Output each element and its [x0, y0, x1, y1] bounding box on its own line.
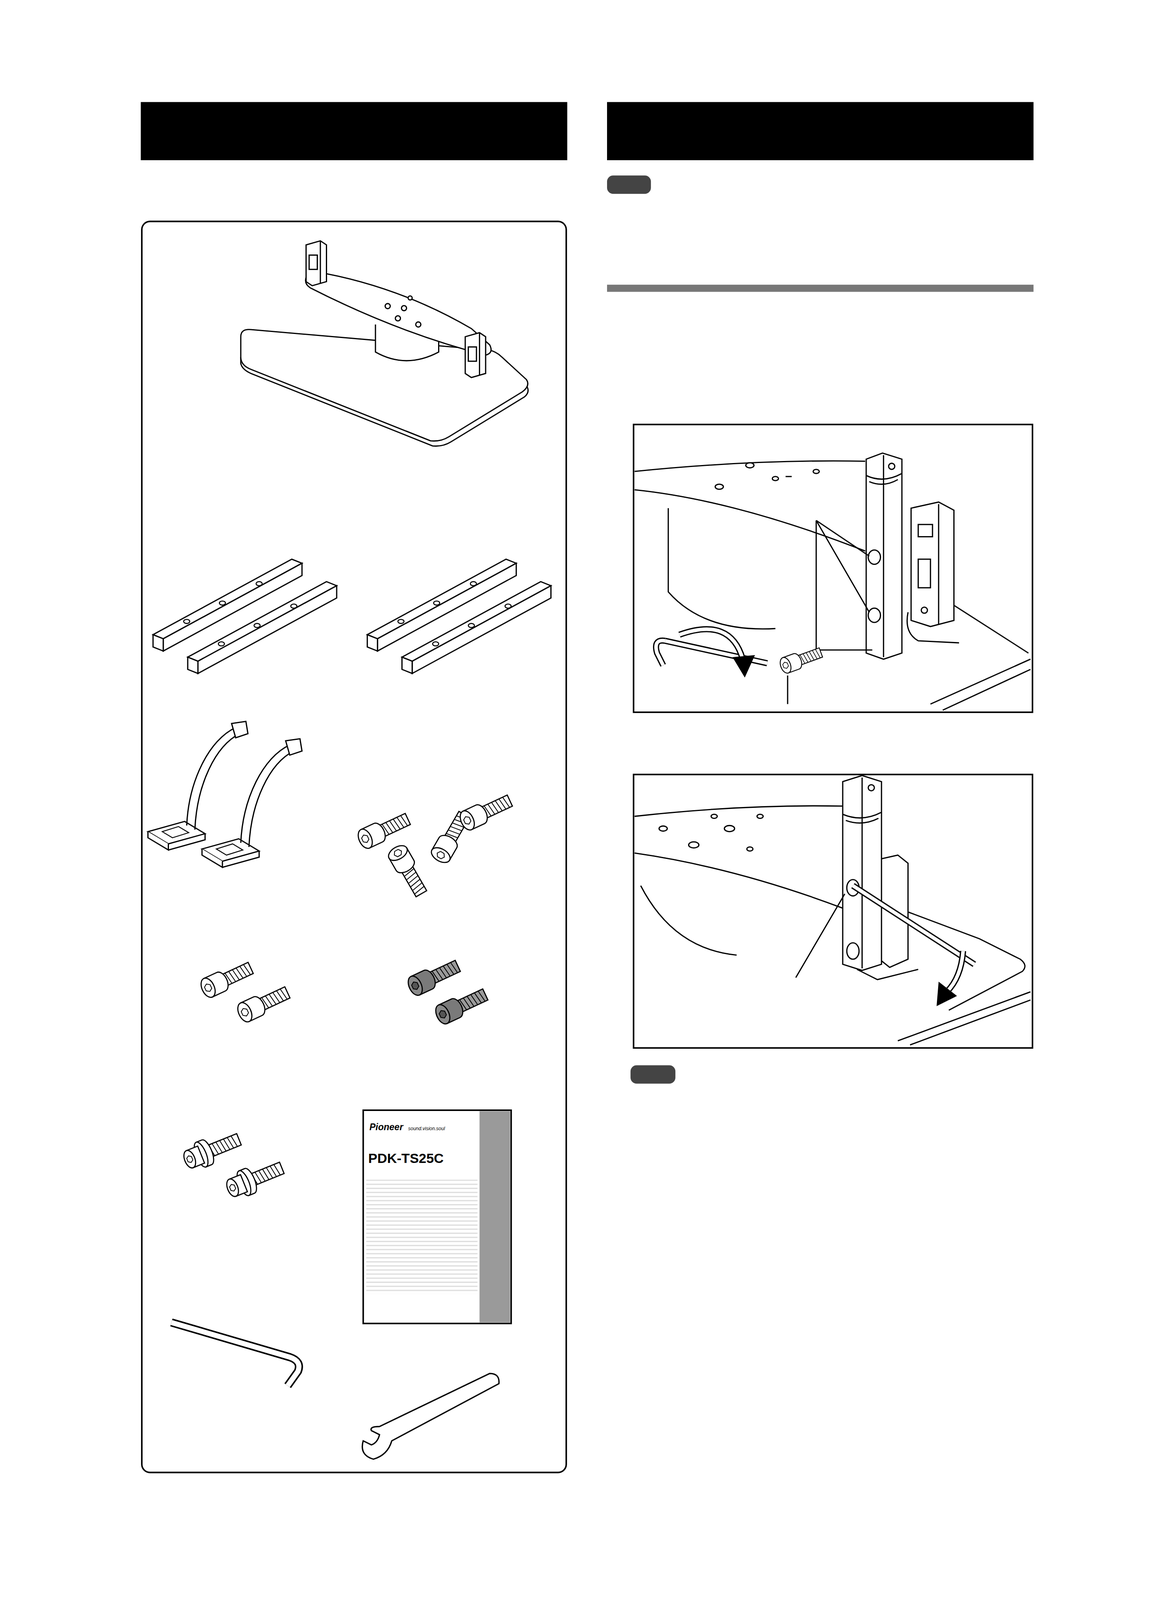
figure-1-illustration — [634, 452, 1031, 711]
spanner — [362, 1373, 499, 1459]
hex-key — [171, 1321, 299, 1386]
section-header-bar — [140, 101, 568, 161]
brand-tagline: sound.vision.soul — [408, 1125, 445, 1131]
figure-2-illustration — [634, 775, 1031, 1045]
hex-key-turning — [853, 885, 975, 1006]
manual-booklet — [363, 1109, 511, 1324]
bolts-flange — [180, 1126, 287, 1202]
bolts-four — [355, 791, 515, 899]
section-header-bar — [607, 101, 1034, 161]
model-number: PDK-TS25C — [368, 1151, 444, 1165]
bolts-two — [198, 958, 292, 1025]
note-badge — [630, 1065, 676, 1084]
figure-frame — [633, 774, 1033, 1048]
brand-logo: Pioneer — [369, 1122, 403, 1132]
hex-key-turning — [656, 629, 768, 678]
section-rule — [607, 284, 1034, 292]
bolt — [778, 644, 824, 675]
bolts-dark — [405, 956, 490, 1027]
parts-box — [141, 221, 567, 1472]
column-bars — [152, 559, 551, 674]
cable-ties — [147, 721, 302, 868]
figure-frame — [633, 424, 1033, 713]
note-badge — [607, 175, 651, 194]
stand-illustration — [240, 240, 528, 447]
